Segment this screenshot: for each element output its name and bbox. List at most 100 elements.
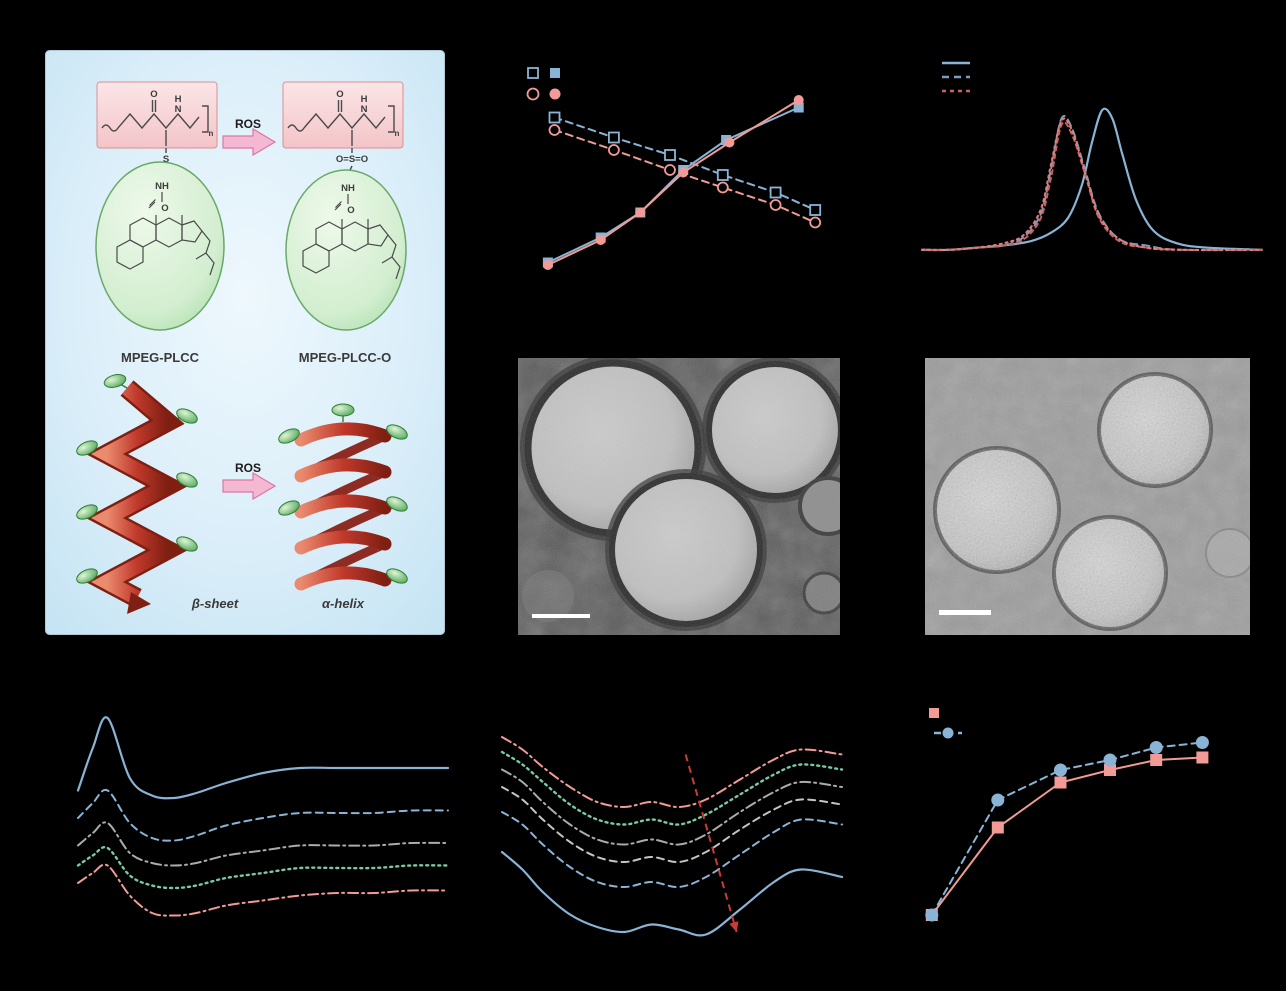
series-line-blue-dashed [921,114,1263,252]
legend-swatch [550,68,560,78]
ester-oxygen-label: O [161,203,168,214]
panel-a-scheme: O H N n S NH O MPEG-PLCC ROS [45,50,445,635]
series-line-blue-solid-filled-squares [546,106,800,264]
data-point [595,235,606,245]
tem-image-d [518,358,840,635]
ros-label-top: ROS [235,117,261,131]
nh-group-label: NH [155,181,169,192]
series-line-pink-dashed-open-circles [553,129,817,224]
data-point [664,149,676,161]
data-point [809,216,822,229]
data-point [724,137,735,148]
nitrogen-atom-label: N [361,104,368,115]
beta-sheet-label: β-sheet [191,596,239,611]
data-point [1104,764,1116,776]
oxygen-atom-label: O [336,89,343,100]
data-point [635,207,646,218]
series-line-blue-solid [500,850,844,937]
data-point [769,199,782,211]
series-line-pink-dashdot [501,736,843,809]
data-point [991,793,1005,807]
legend-swatch [549,88,561,100]
nh-group-label: NH [341,183,355,194]
series-line-pink-squares-solid [930,756,1204,916]
data-point [1103,753,1117,767]
series-line-blue-solid [920,107,1264,252]
data-point [1195,736,1209,749]
data-point [664,164,676,176]
data-point [608,131,620,144]
ros-reaction-bottom: ROS [222,461,276,500]
polymer-backbone-box-left [96,81,218,149]
hydrogen-atom-label: H [175,94,182,105]
series-line-blue-dashed [77,788,449,842]
panel-a-drawing: O H N n S NH O MPEG-PLCC ROS [45,50,445,635]
data-point [678,167,689,178]
alpha-helix-ribbon: α-helix [275,403,411,611]
ros-reaction-top: ROS [222,117,276,156]
data-point [542,260,553,270]
chart-g [500,736,844,937]
scale-bar [939,610,991,615]
series-line-green-dotted [76,846,450,890]
series-line-pink-dashdot [77,863,449,917]
series-line-gray-dashdot [77,821,449,867]
series-line-blue-circles-dashed [930,741,1204,916]
tem-image-e [925,358,1250,635]
chart-h [925,708,1209,922]
data-point [716,169,729,181]
data-point [769,186,782,199]
series-line-red-dashed [921,121,1263,251]
legend-marker [942,727,954,739]
sulfur-atom-label: S [163,154,169,165]
series-line-gray-dashed [501,786,843,864]
data-point [716,181,729,194]
polymer-structure-right: O H N n O=S=O NH O MPEG-PLCC-O [282,81,407,365]
subscript-n-label: n [395,129,400,138]
ester-oxygen-label: O [347,205,354,216]
legend-swatch [527,67,539,79]
data-point [1196,751,1209,764]
chart-c [920,61,1264,252]
series-line-red-dotted [920,117,1264,252]
data-point [548,124,561,136]
series-line-gray-dashdot [501,768,843,846]
data-point [793,95,804,105]
data-point [1150,754,1163,766]
data-point [608,144,620,156]
data-point [548,111,561,124]
data-point [991,821,1004,834]
cholesterol-ellipse-right [285,169,407,331]
data-point [793,102,804,113]
data-point [925,908,939,922]
chart-f [76,716,450,917]
series-line-blue-dashed [501,811,843,889]
alpha-helix-label: α-helix [322,596,365,611]
ros-label-bottom: ROS [235,461,261,475]
series-line-blue-solid [76,716,450,800]
polymer-name-right: MPEG-PLCC-O [299,350,391,365]
subscript-n-label: n [209,129,214,138]
beta-sheet-ribbon: β-sheet [73,371,239,614]
legend-swatch [929,708,939,718]
series-line-pink-solid-filled-circles [546,99,800,266]
cholesterol-ellipse-left [95,161,225,331]
data-point [809,204,822,216]
sulfone-group-label: O=S=O [336,154,368,165]
annotation-arrowhead [729,921,739,932]
series-line-green-dotted [500,750,844,826]
scale-bar [532,614,590,618]
hydrogen-atom-label: H [361,94,368,105]
nitrogen-atom-label: N [175,104,182,115]
oxygen-atom-label: O [150,89,157,100]
chart-b [526,67,822,270]
legend-swatch [526,87,540,101]
data-point [1054,763,1067,777]
polymer-backbone-box-right [282,81,404,149]
ribbon-arrowhead [127,592,151,614]
polymer-structure-left: O H N n S NH O MPEG-PLCC [95,81,225,365]
data-point [1149,741,1163,754]
annotation-arrow [684,754,738,933]
polymer-name-left: MPEG-PLCC [121,350,200,365]
